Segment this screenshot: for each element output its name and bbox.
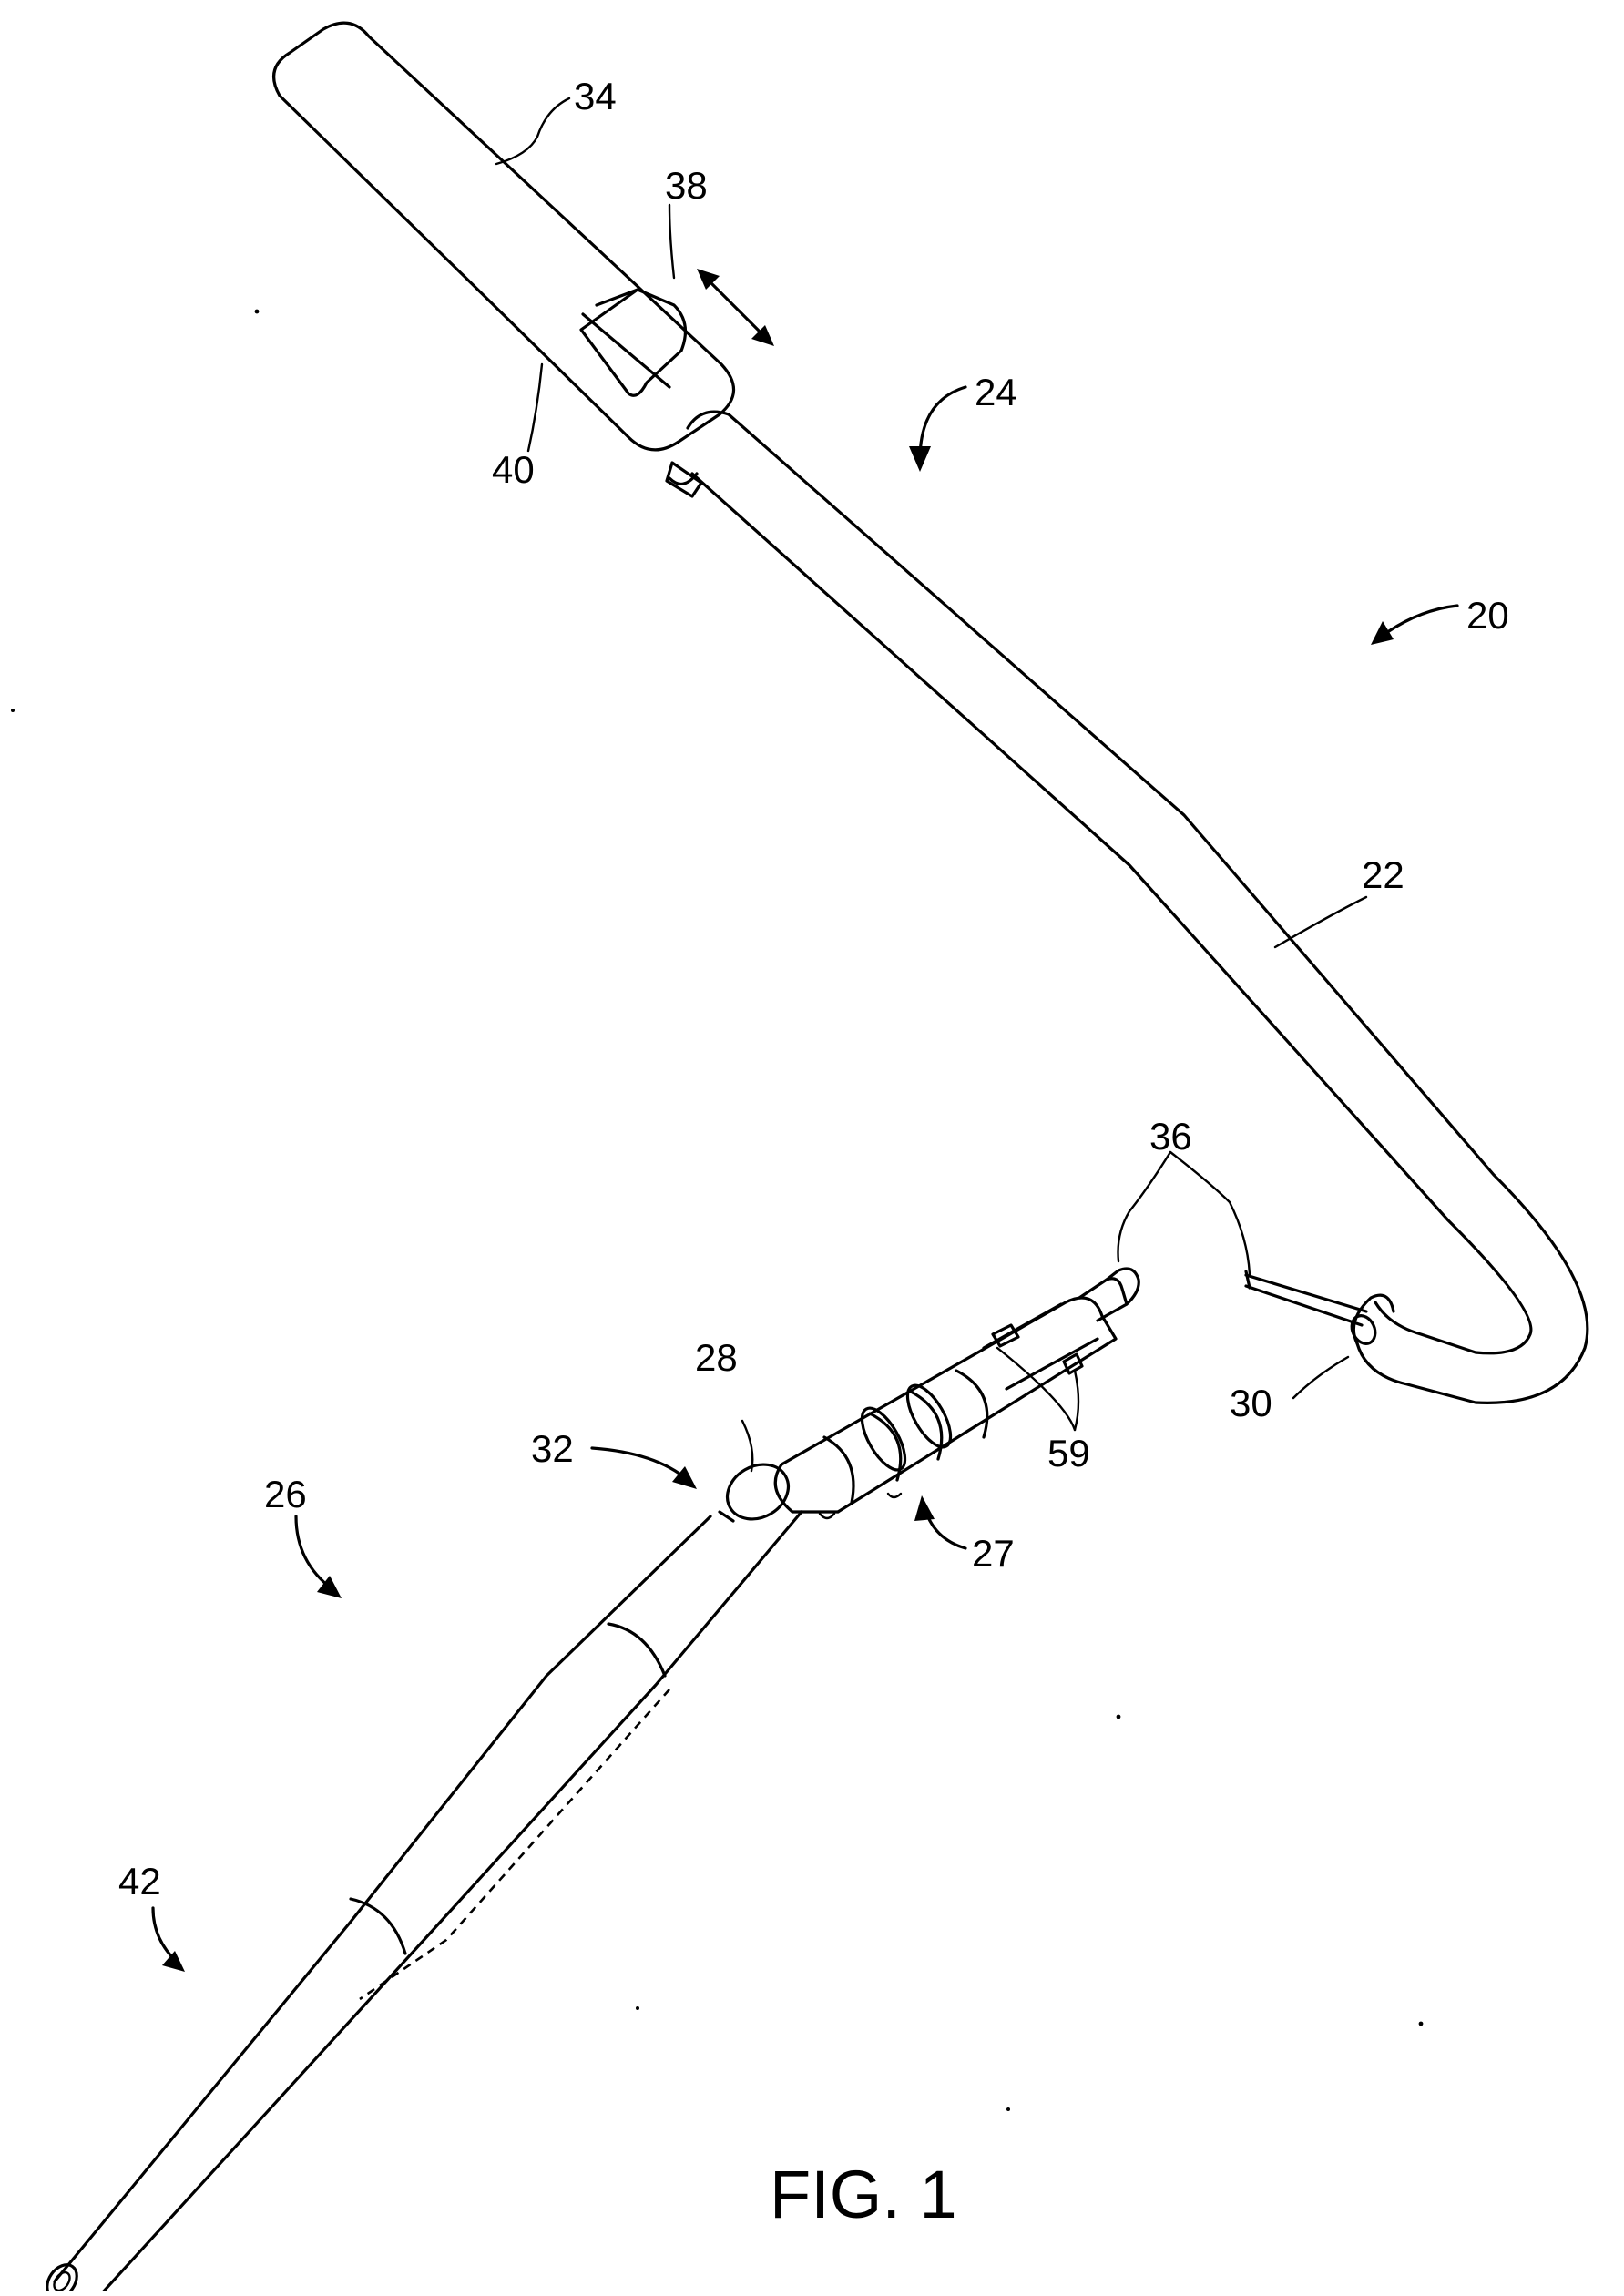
ref-26: 26 bbox=[264, 1473, 307, 1515]
arrow-27-icon bbox=[914, 1495, 965, 1548]
arrow-42-icon bbox=[153, 1908, 185, 1972]
scan-specks bbox=[11, 310, 1423, 2111]
figure-caption: FIG. 1 bbox=[770, 2157, 957, 2232]
arrow-32-icon bbox=[592, 1448, 697, 1489]
arrow-26-icon bbox=[296, 1516, 342, 1598]
leader-lines bbox=[496, 98, 1366, 1471]
ref-27: 27 bbox=[972, 1532, 1015, 1575]
coupler bbox=[718, 1269, 1139, 1530]
handle bbox=[274, 23, 734, 450]
ref-32: 32 bbox=[531, 1427, 574, 1470]
ref-24: 24 bbox=[975, 371, 1017, 413]
ref-22: 22 bbox=[1362, 853, 1404, 896]
double-arrow-icon bbox=[697, 269, 774, 346]
ref-36: 36 bbox=[1149, 1115, 1192, 1158]
ref-40: 40 bbox=[492, 448, 535, 491]
ref-59: 59 bbox=[1047, 1432, 1090, 1475]
shaft bbox=[667, 412, 1588, 1403]
ref-30: 30 bbox=[1230, 1382, 1272, 1424]
arrow-24-icon bbox=[909, 387, 965, 472]
ref-42: 42 bbox=[118, 1860, 161, 1903]
arrow-20-icon bbox=[1371, 606, 1457, 645]
ref-28: 28 bbox=[695, 1336, 738, 1379]
ref-38: 38 bbox=[665, 164, 708, 207]
leader-arrows bbox=[153, 269, 1457, 1972]
reference-numerals: 34 38 24 40 20 22 36 28 30 32 59 26 27 4… bbox=[118, 75, 1509, 1903]
ref-20: 20 bbox=[1466, 594, 1509, 637]
ref-34: 34 bbox=[574, 75, 617, 117]
